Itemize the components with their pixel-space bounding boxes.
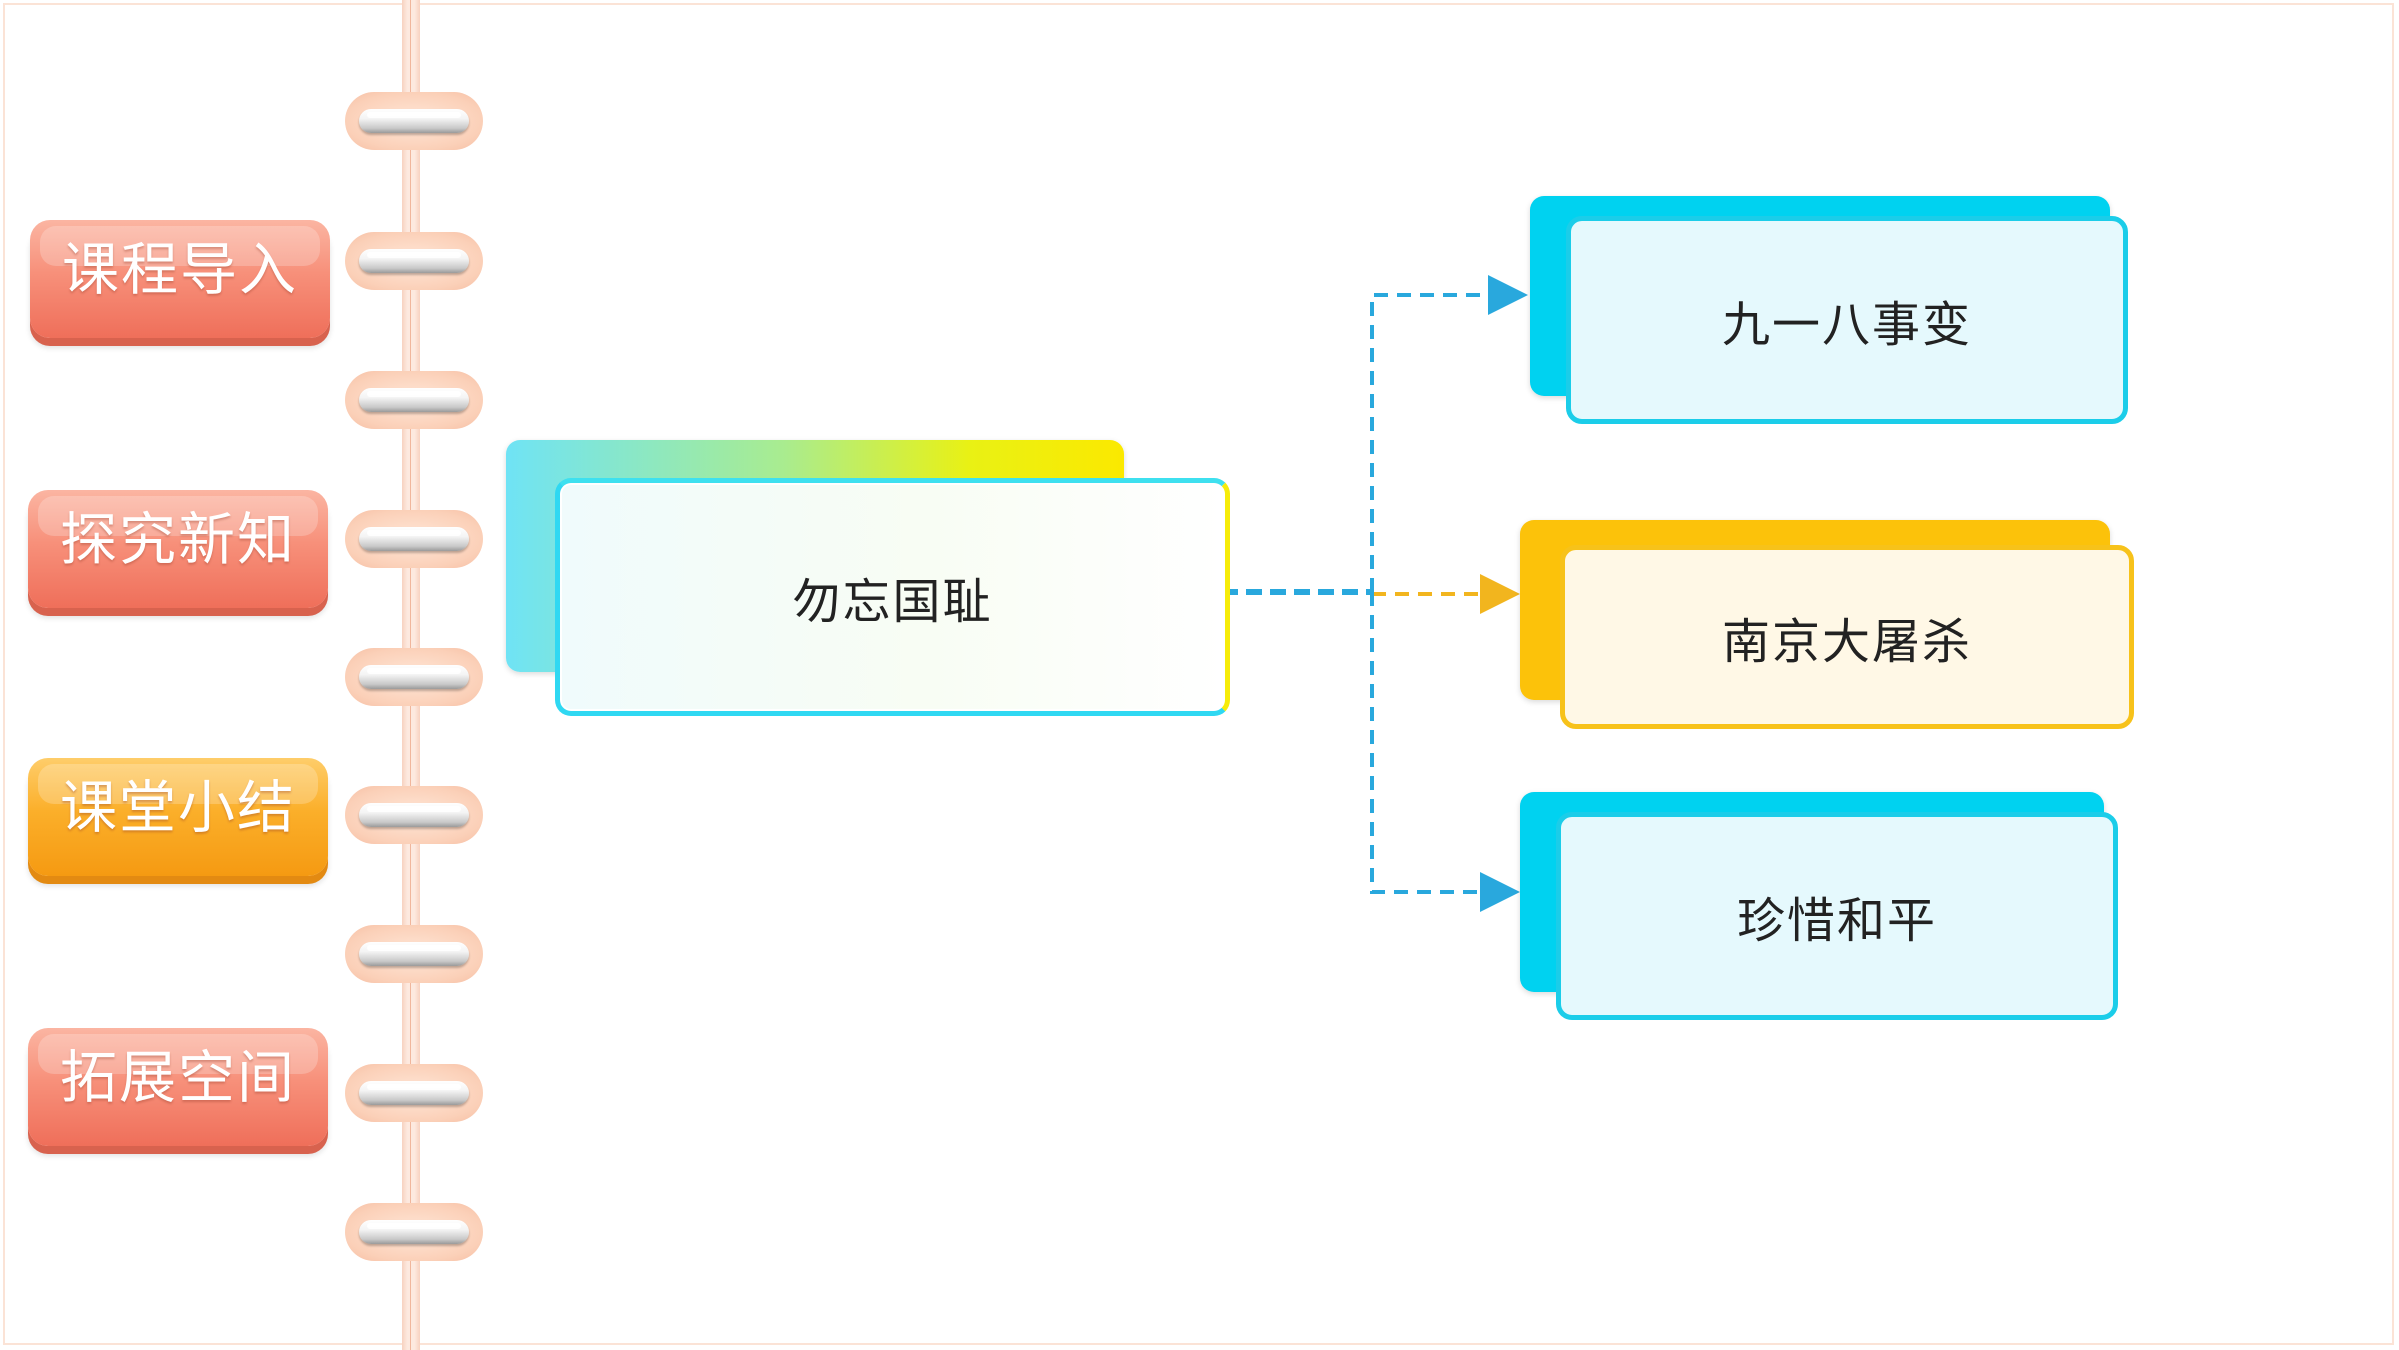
nav-tab-course-intro[interactable]: 课程导入 [30, 220, 330, 338]
nav-tab-label: 探究新知 [60, 507, 296, 573]
nav-tab-summary[interactable]: 课堂小结 [28, 758, 328, 876]
binder-ring [345, 1064, 483, 1122]
binder-ring [345, 371, 483, 429]
child-node-label: 南京大屠杀 [1721, 614, 1972, 670]
binder-ring [345, 925, 483, 983]
nav-tab-label: 拓展空间 [60, 1045, 296, 1111]
nav-tab-explore-new[interactable]: 探究新知 [28, 490, 328, 608]
root-node-label: 勿忘国耻 [792, 574, 993, 630]
child-node-label: 珍惜和平 [1736, 893, 1937, 949]
nav-tab-label: 课程导入 [62, 237, 298, 303]
nav-tab-label: 课堂小结 [60, 775, 296, 841]
root-node[interactable]: 勿忘国耻 [555, 478, 1230, 716]
binder-ring [345, 232, 483, 290]
connector-to-child-3 [1370, 592, 1520, 912]
child-node-2[interactable]: 南京大屠杀 [1560, 545, 2134, 729]
child-node-label: 九一八事变 [1721, 297, 1972, 353]
binder-ring [345, 786, 483, 844]
binder-ring [345, 1203, 483, 1261]
slide-frame [3, 3, 2394, 1345]
binder-ring [345, 510, 483, 568]
binder-ring [345, 92, 483, 150]
nav-tab-extension[interactable]: 拓展空间 [28, 1028, 328, 1146]
child-node-3[interactable]: 珍惜和平 [1556, 812, 2118, 1020]
connector-to-child-1 [1370, 275, 1528, 592]
binder-ring [345, 648, 483, 706]
child-node-1[interactable]: 九一八事变 [1566, 216, 2128, 424]
